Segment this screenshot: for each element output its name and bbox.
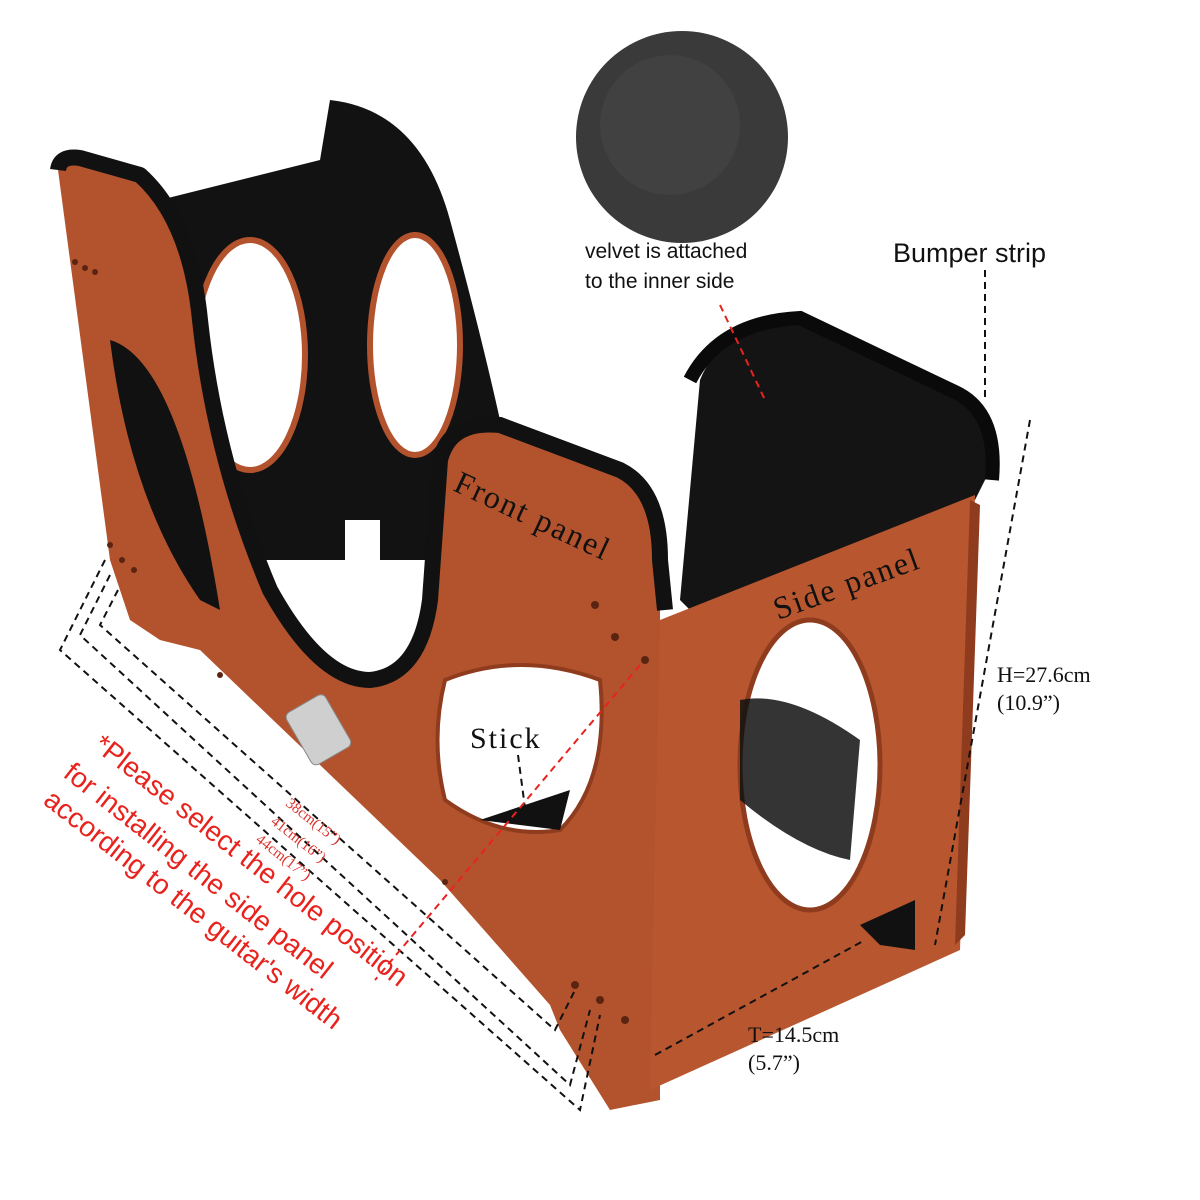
- velvet-swatch-sheen: [600, 55, 740, 195]
- front-panel-hole: [435, 663, 604, 834]
- velvet-label-line2: to the inner side: [585, 270, 734, 293]
- red-pointer-lines: [374, 304, 766, 981]
- thickness-label-line2: (5.7”): [748, 1050, 800, 1075]
- height-label-line1: H=27.6cm: [997, 662, 1091, 687]
- screw-holes: [72, 259, 649, 1024]
- side-panel-edge: [955, 500, 980, 945]
- bumper-strip-label: Bumper strip: [893, 238, 1046, 268]
- back-panel-hole-right: [367, 232, 463, 458]
- front-bumper-strip: [50, 149, 673, 688]
- side-panel-hole-interior: [740, 698, 860, 860]
- velvet-label-line1: velvet is attached: [585, 240, 747, 263]
- thickness-label-line1: T=14.5cm: [748, 1022, 839, 1047]
- side-panel-foot-gap: [860, 900, 915, 950]
- front-panel-left-opening: [110, 340, 220, 610]
- height-label-line2: (10.9”): [997, 690, 1060, 715]
- stick: [480, 790, 570, 830]
- side-panel-velvet: [680, 320, 991, 610]
- measurement-lines: [58, 270, 1031, 1112]
- latch-hinge: [285, 694, 352, 766]
- side-bumper-strip: [683, 310, 1000, 481]
- stick-label: Stick: [470, 722, 542, 755]
